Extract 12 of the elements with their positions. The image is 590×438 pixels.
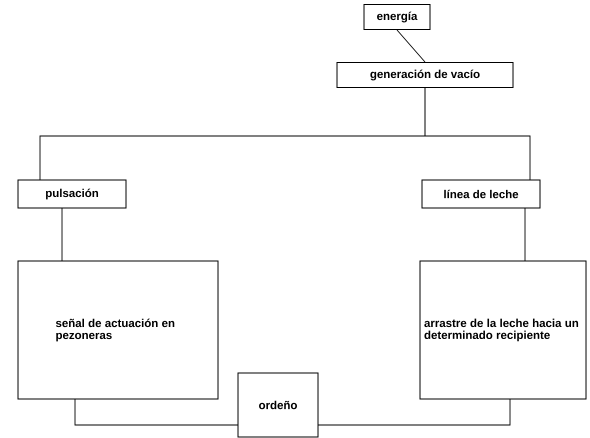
process-box: generación de vacío: [336, 62, 514, 88]
process-box: señal de actuación en pezoneras: [18, 260, 218, 400]
process-box: arrastre de la leche hacia un determinado recipiente: [420, 260, 586, 400]
connector-line: [524, 208, 526, 261]
connector-line: [318, 399, 510, 426]
process-box: ordeño: [238, 372, 318, 438]
process-box: energía: [364, 4, 430, 30]
connector-line: [396, 30, 426, 62]
connector-line: [424, 88, 530, 180]
connector-line: [74, 399, 238, 426]
process-box: pulsación: [18, 180, 126, 208]
process-box: línea de leche: [422, 180, 540, 208]
